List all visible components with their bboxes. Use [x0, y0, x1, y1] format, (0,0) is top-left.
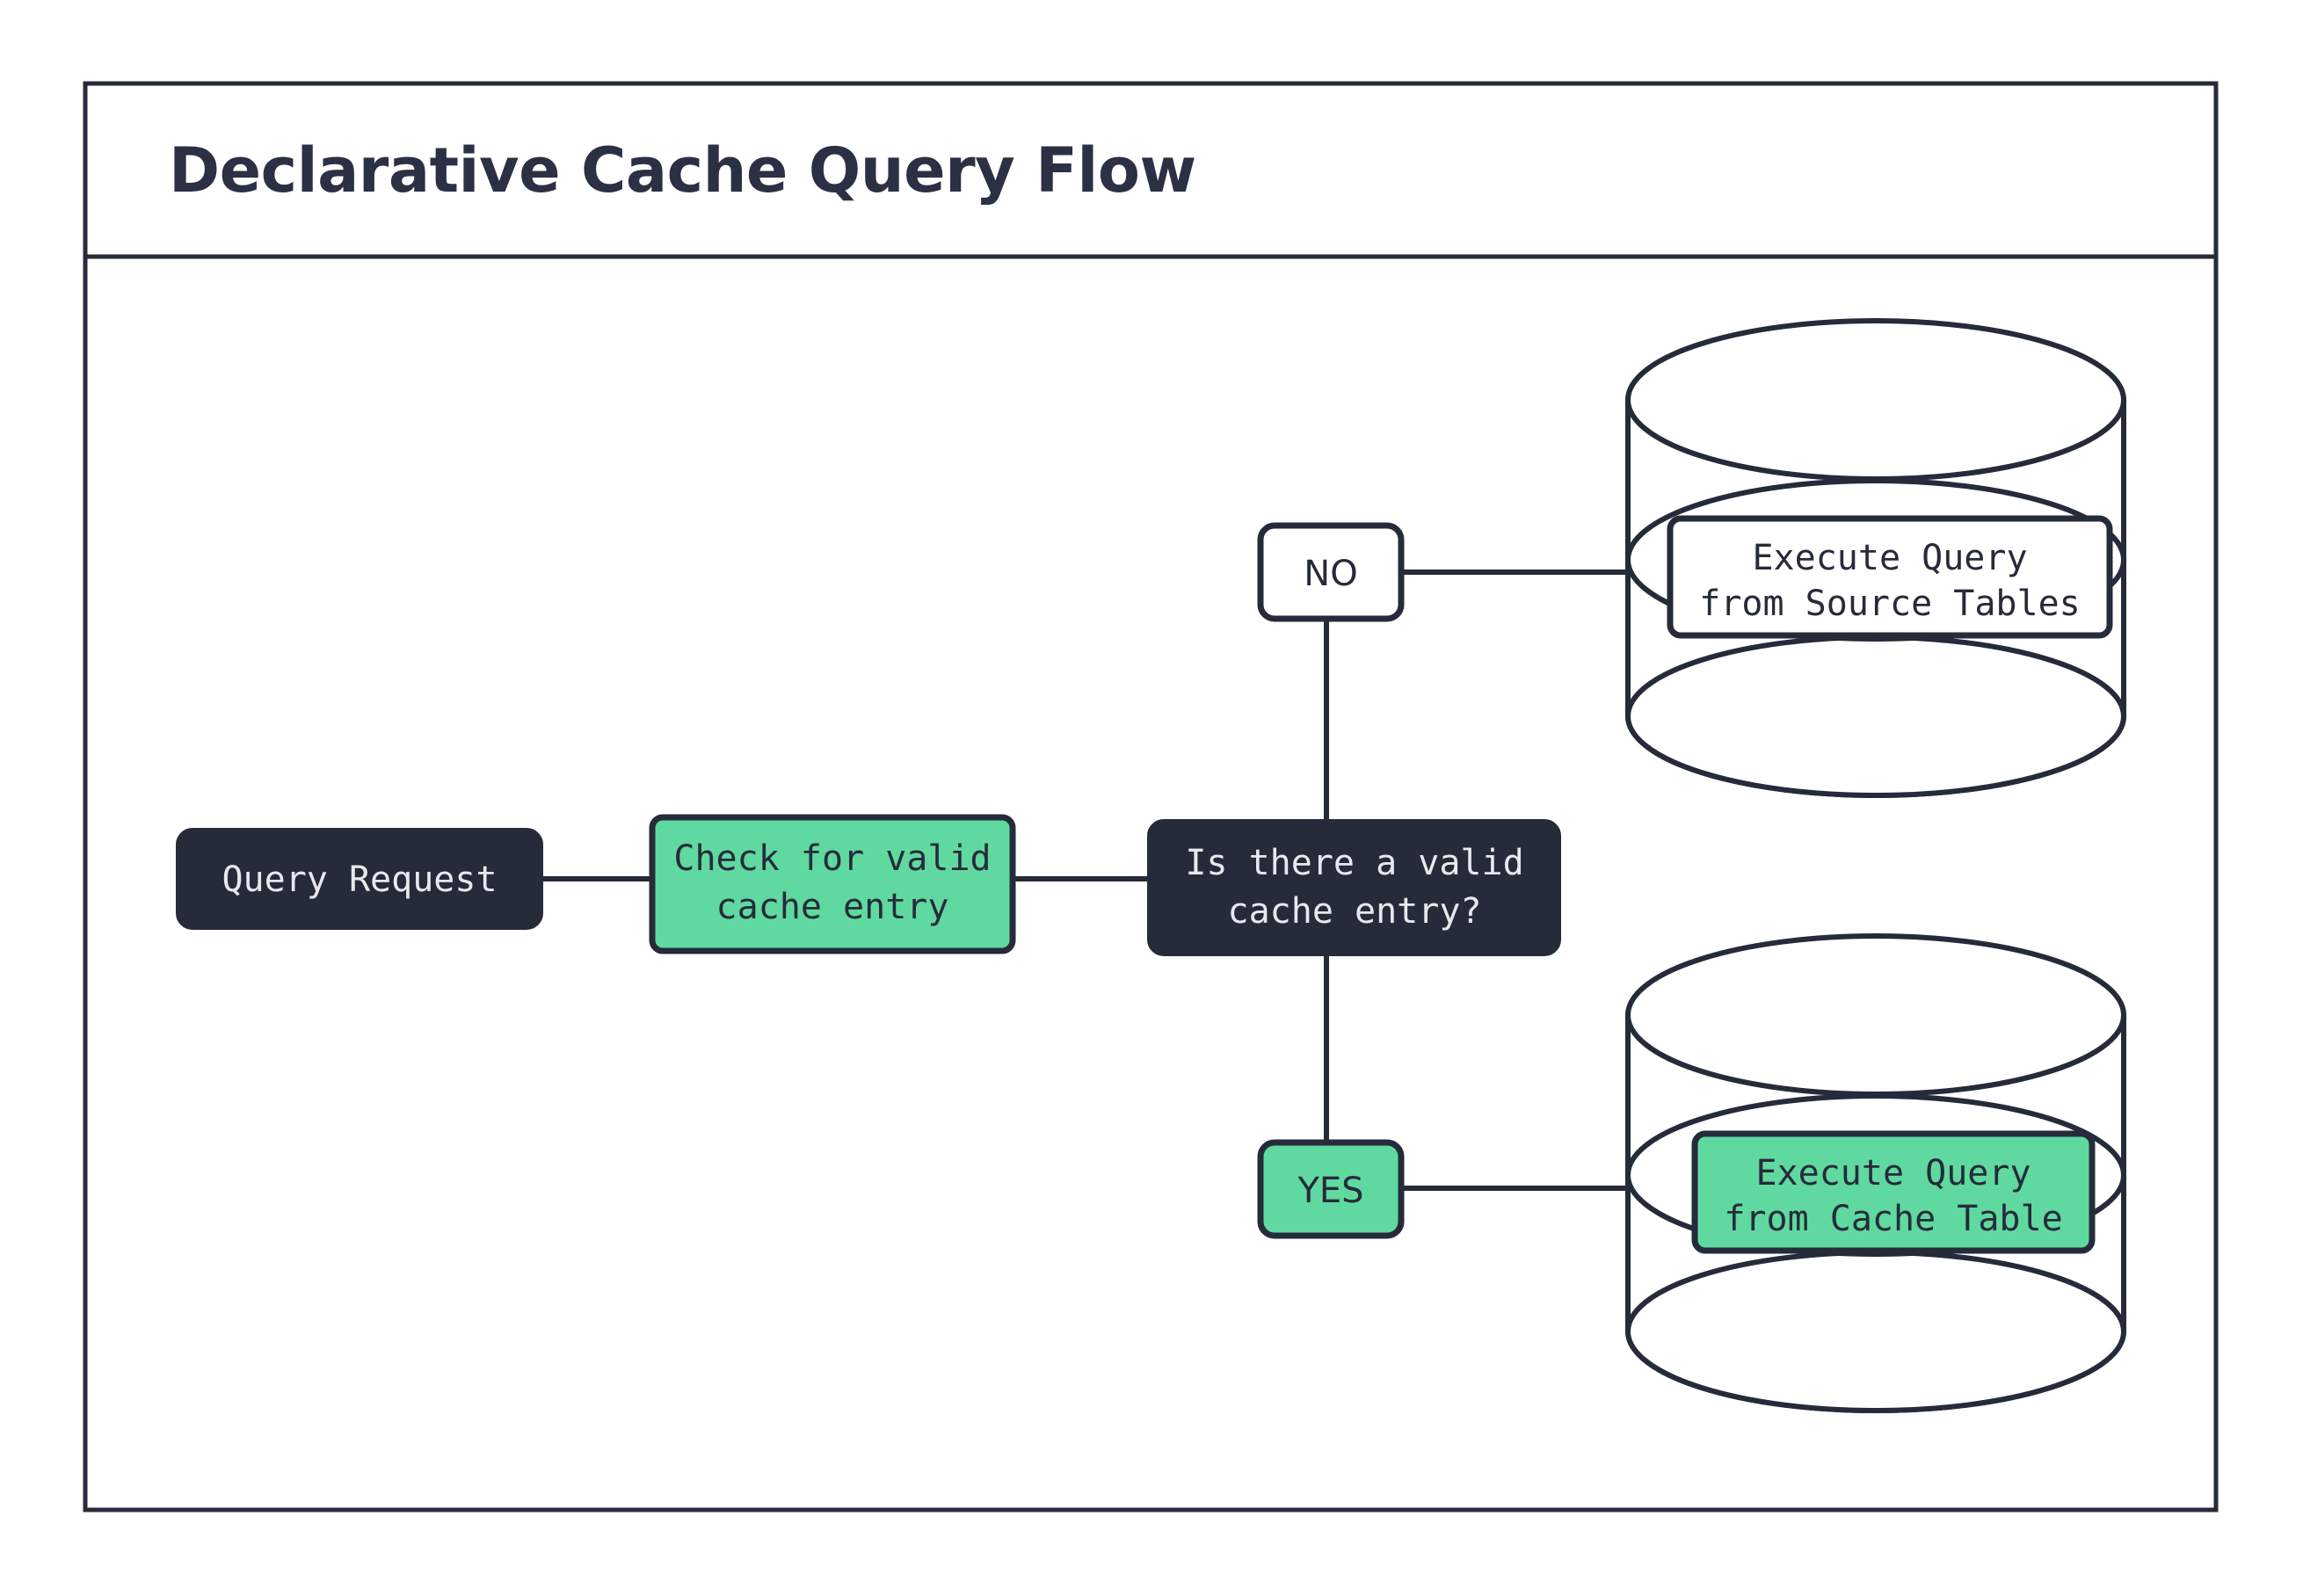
- page-title: Declarative Cache Query Flow: [169, 134, 1196, 207]
- source-query-box[interactable]: [1667, 515, 2113, 639]
- check-cache-box[interactable]: [649, 814, 1016, 954]
- decision-label-line1: Is there a valid: [1185, 843, 1523, 883]
- no-label: NO: [1304, 554, 1357, 594]
- branch-label-yes[interactable]: YES: [1257, 1139, 1405, 1239]
- node-execute-query-source[interactable]: Execute Query from Source Tables: [1667, 515, 2113, 639]
- check-cache-label-line1: Check for valid: [673, 838, 991, 879]
- yes-box[interactable]: [1257, 1139, 1405, 1239]
- query-request-label: Query Request: [222, 860, 497, 900]
- source-query-label-line2: from Source Tables: [1699, 584, 2080, 624]
- query-request-box[interactable]: [176, 828, 543, 930]
- branch-label-no[interactable]: NO: [1257, 522, 1405, 622]
- source-query-label-line1: Execute Query: [1752, 538, 2027, 578]
- cache-query-label-line1: Execute Query: [1755, 1153, 2031, 1193]
- node-check-cache[interactable]: Check for valid cache entry: [649, 814, 1016, 954]
- source-db-bottom-rim: [1625, 635, 2126, 798]
- decision-box[interactable]: [1147, 819, 1561, 956]
- source-db-top-rim: [1625, 318, 2126, 482]
- node-decision-valid-cache[interactable]: Is there a valid cache entry?: [1147, 819, 1561, 956]
- yes-label: YES: [1297, 1171, 1363, 1211]
- cache-query-box[interactable]: [1691, 1130, 2096, 1254]
- decision-label-line2: cache entry?: [1228, 891, 1482, 932]
- check-cache-label-line2: cache entry: [716, 887, 949, 927]
- cache-query-label-line2: from Cache Table: [1724, 1199, 2062, 1239]
- node-execute-query-cache[interactable]: Execute Query from Cache Table: [1691, 1130, 2096, 1254]
- no-box[interactable]: [1257, 522, 1405, 622]
- cache-db-top-rim: [1625, 933, 2126, 1097]
- cache-db-bottom-rim: [1625, 1250, 2126, 1413]
- node-query-request[interactable]: Query Request: [176, 828, 543, 930]
